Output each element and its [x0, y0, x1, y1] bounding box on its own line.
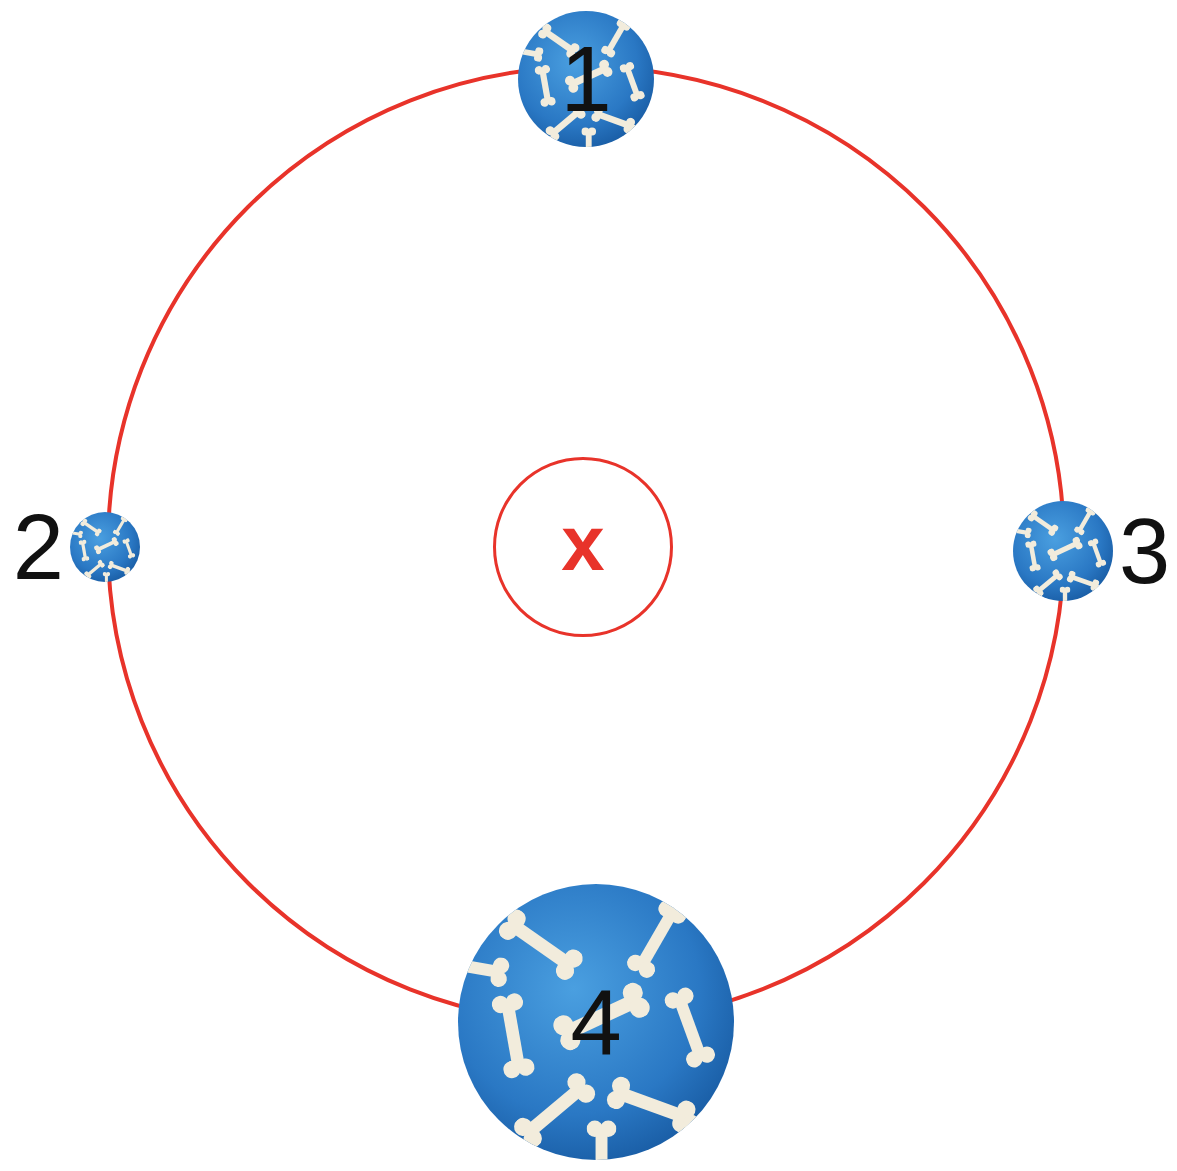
bone [1046, 536, 1083, 563]
bone-pattern [503, 18, 669, 167]
bone [619, 61, 646, 103]
bone [1002, 523, 1032, 539]
bone [428, 945, 511, 988]
bone [126, 565, 147, 579]
bone [1027, 509, 1060, 537]
bone [662, 985, 717, 1069]
bone [510, 1069, 599, 1151]
bone-pattern [428, 898, 766, 1171]
bone [79, 518, 102, 538]
bone [495, 906, 586, 983]
ball-node: 4 [458, 884, 734, 1160]
ball-shape [70, 512, 140, 582]
bone [587, 1121, 617, 1171]
callout-number: 3 [1119, 505, 1170, 597]
ball-node: 3 [1013, 501, 1113, 601]
bone [1087, 538, 1107, 569]
center-mark: x [561, 504, 604, 582]
bone [103, 572, 111, 592]
bone [83, 559, 105, 580]
callout-number: 1 [560, 33, 611, 125]
orbit-circle [108, 67, 1064, 1023]
bone [62, 528, 83, 539]
bone [122, 538, 136, 559]
bone [78, 539, 90, 561]
bone [581, 128, 596, 167]
bone [628, 113, 670, 140]
bone-pattern [1002, 506, 1124, 615]
bone [534, 64, 556, 107]
bone [1025, 540, 1041, 572]
ball-node: 1 [518, 11, 654, 147]
center-circle [495, 459, 672, 636]
bone [503, 41, 544, 62]
center-node: x [493, 457, 673, 637]
bone [1073, 506, 1097, 536]
bone [1032, 568, 1064, 598]
bone [1060, 587, 1071, 616]
bone [624, 898, 689, 981]
bone-pattern [62, 515, 148, 592]
callout-number: 2 [13, 501, 64, 593]
bone [681, 1091, 765, 1146]
ball-shape [1013, 501, 1113, 601]
ball-node: 2 [70, 512, 140, 582]
callout-number: 4 [570, 976, 621, 1068]
bone [112, 515, 129, 536]
bone [93, 536, 119, 555]
bone [490, 992, 535, 1080]
